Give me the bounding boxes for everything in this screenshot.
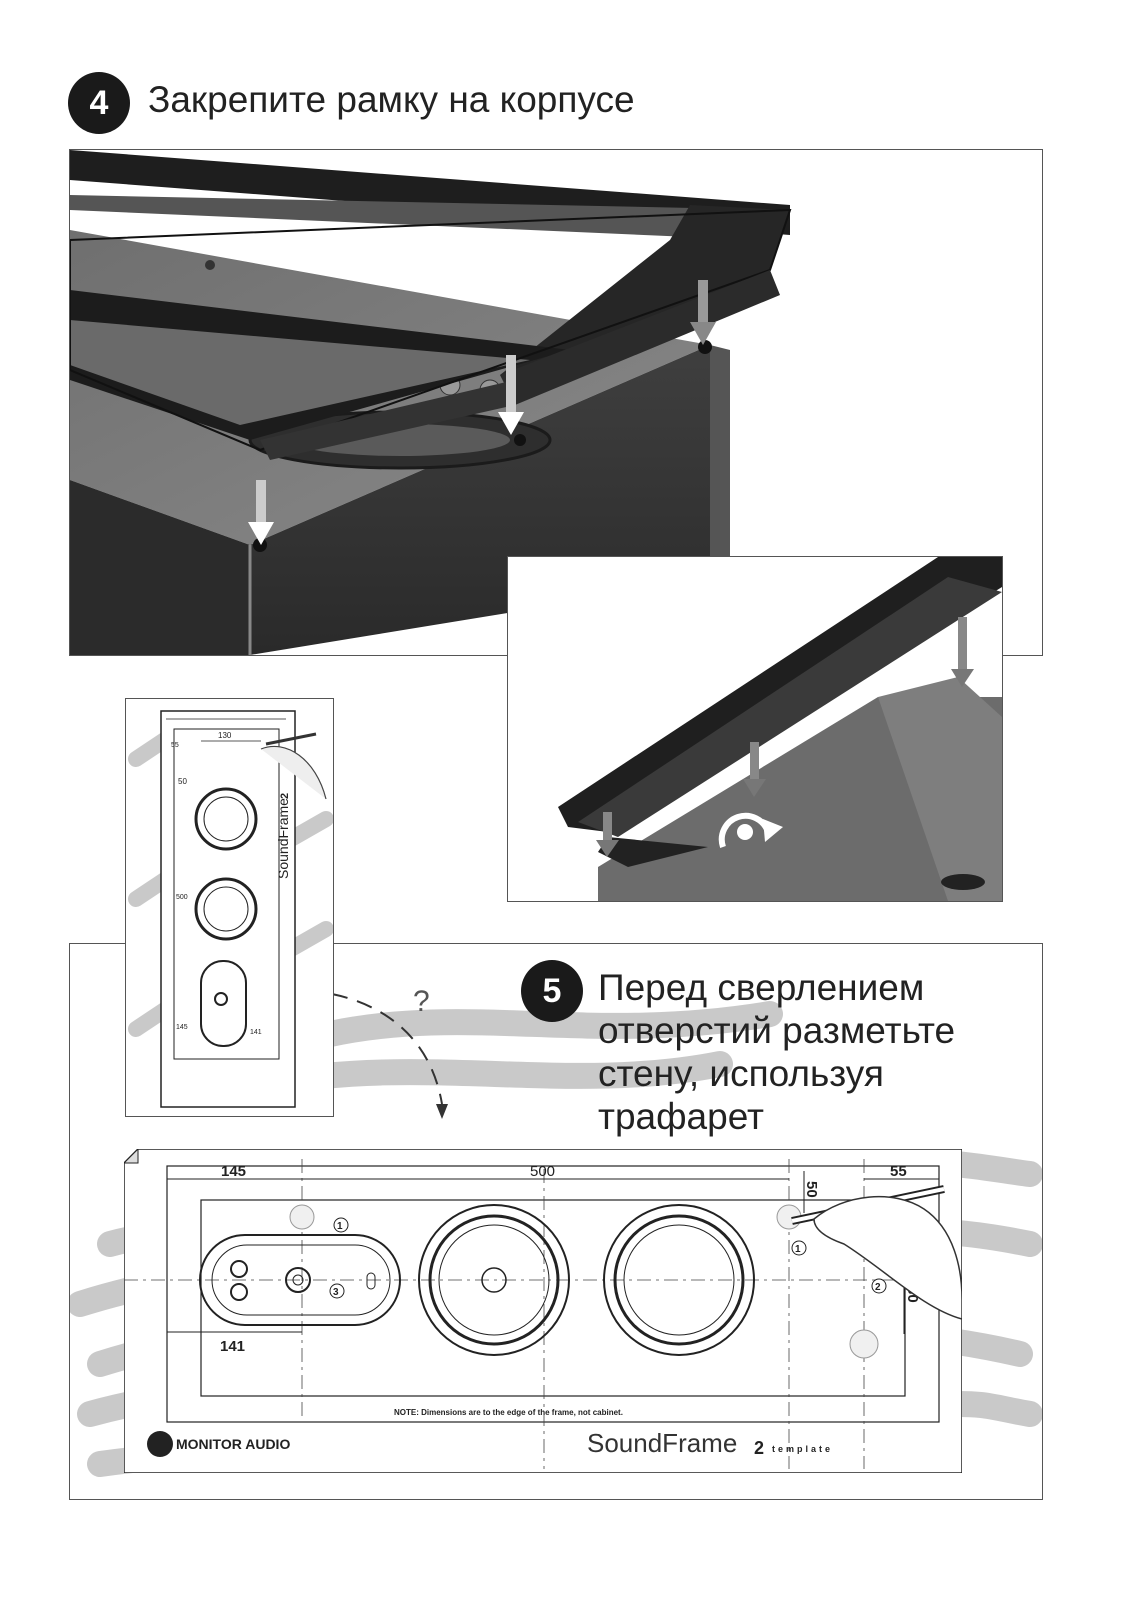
dim-50: 50 [803,1181,820,1198]
logo-text: MONITOR AUDIO [176,1436,290,1452]
small-dim-141: 141 [250,1029,262,1036]
small-dim-50: 50 [178,777,187,786]
template-sheet-drawing: 145 500 55 50 30 141 1 1 2 3 [122,1147,963,1474]
step-5-title-line: трафарет [598,1096,764,1137]
down-arrow-icon [248,480,274,545]
dim-55: 55 [890,1163,907,1180]
template-brand: SoundFrame [587,1428,737,1458]
dim-141: 141 [220,1338,245,1355]
step-5-badge: 5 [521,960,583,1022]
marker-3: 3 [333,1287,339,1298]
marker-1: 1 [337,1221,343,1232]
cabinet-frame-drawing [70,150,792,655]
small-template-thumbnail: 130 55 50 500 145 141 SoundFrame 2 [125,698,334,1117]
down-arrow-icon [690,280,716,345]
down-arrow-icon [498,355,524,435]
small-dim-top: 130 [218,731,232,740]
monitor-audio-logo-icon [147,1431,173,1457]
dashed-arrow-icon [331,993,443,1105]
step-5-title-line: Перед сверлением [598,967,925,1008]
template-brand-num: 2 [754,1438,764,1458]
step-5-title-line: отверстий разметьте [598,1010,956,1051]
rotate-icon [718,812,783,848]
frame-corner-drawing [558,557,1002,901]
frame-detail-inset [507,556,1003,902]
down-arrow-icon [596,812,619,857]
template-note: NOTE: Dimensions are to the edge of the … [394,1408,623,1417]
marker-2: 2 [875,1282,881,1293]
small-dim-500: 500 [176,894,188,901]
step-4-title: Закрепите рамку на корпусе [148,79,635,120]
down-arrow-icon [743,742,766,797]
step-5-title-line: стену, используя [598,1053,884,1094]
down-arrow-icon [951,617,974,687]
small-brand: SoundFrame [275,798,291,879]
step-5-title: Перед сверлением отверстий разметьте сте… [598,966,955,1138]
question-mark: ? [413,985,430,1018]
dim-500: 500 [530,1163,555,1180]
template-sheet: 145 500 55 50 30 141 1 1 2 3 [122,1147,963,1474]
hand-with-pencil-icon [791,1185,963,1320]
small-dim-55: 55 [171,742,179,749]
dim-145: 145 [221,1163,246,1180]
marker-1-right: 1 [795,1244,801,1255]
small-template-drawing: 130 55 50 500 145 141 SoundFrame 2 [128,710,333,1108]
template-brand-suffix: template [772,1444,833,1454]
step-4-badge: 4 [68,72,130,134]
frame-mounting-illustration [69,149,1043,656]
small-brand-num: 2 [279,793,291,799]
small-dim-145: 145 [176,1024,188,1031]
